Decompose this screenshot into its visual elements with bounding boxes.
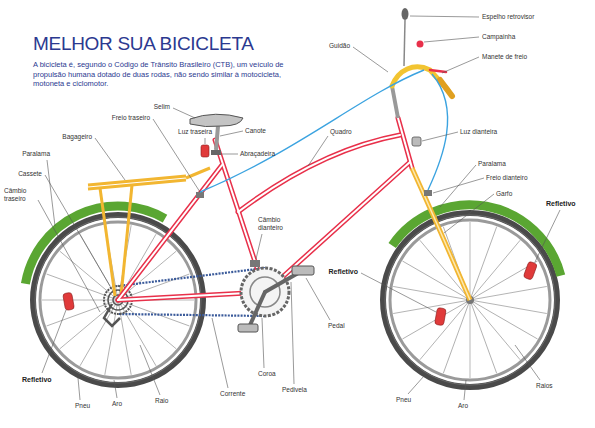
part-label: Bagageiro: [62, 133, 92, 141]
bell: [417, 41, 424, 48]
rear-brake: [196, 192, 204, 198]
part-label: Selim: [154, 103, 170, 111]
front-brake: [424, 190, 432, 196]
part-label: Luz traseira: [178, 128, 212, 136]
front-light: [412, 137, 421, 146]
pedal: [292, 266, 314, 275]
part-label: Câmbio traseiro: [4, 187, 38, 203]
part-label: Guidão: [329, 42, 350, 50]
title: MELHOR SUA BICICLETA: [33, 33, 254, 55]
part-label: Luz dianteira: [460, 128, 497, 136]
part-label: Raio: [155, 397, 168, 405]
part-label: Corrente: [220, 390, 245, 398]
mirror: [402, 8, 409, 20]
part-label: Quadro: [330, 128, 352, 136]
part-label: Aro: [458, 402, 468, 410]
part-label: Pedal: [328, 322, 345, 330]
part-label: Refletivo: [328, 268, 358, 276]
front-derailleur: [250, 260, 260, 267]
part-label: Freio dianteiro: [486, 174, 528, 182]
part-label: Pedivela: [282, 386, 307, 394]
fork: [412, 168, 470, 300]
part-label: Aro: [112, 400, 122, 408]
part-label: Abraçadeira: [240, 150, 275, 158]
fork-inner: [412, 168, 470, 300]
part-label: Pneu: [75, 402, 90, 410]
part-label: Paralama: [478, 160, 506, 168]
part-label: Paralama: [22, 150, 50, 158]
seatpost: [216, 126, 218, 150]
part-label: Campainha: [482, 33, 515, 41]
part-label: Espelho retrovisor: [482, 13, 534, 21]
stem: [392, 86, 398, 118]
brake-cable: [200, 70, 424, 192]
part-label: Câmbio dianteiro: [258, 216, 300, 232]
grip: [440, 80, 452, 96]
part-label: Cassete: [18, 170, 42, 178]
brake-cable: [428, 74, 448, 190]
rear-fender: [25, 206, 165, 284]
part-label: Freio traseiro: [112, 114, 150, 122]
part-label: Raios: [536, 382, 553, 390]
part-label: Garfo: [496, 190, 512, 198]
part-label: Refletivo: [546, 200, 576, 208]
pedal: [238, 324, 258, 332]
rear-derailleur: [104, 304, 120, 326]
part-label: Coroa: [258, 370, 276, 378]
intro-text: A bicicleta é, segundo o Código de Trâns…: [33, 60, 295, 89]
saddle: [190, 114, 243, 126]
rack: [88, 168, 210, 296]
brake-lever: [430, 70, 446, 72]
part-label: Refletivo: [22, 376, 52, 384]
tail-light: [201, 145, 209, 157]
part-label: Canote: [245, 127, 266, 135]
seat-clamp: [211, 150, 221, 155]
crank: [250, 292, 265, 325]
mirror-stalk: [404, 20, 405, 66]
part-label: Manete de freio: [482, 53, 527, 61]
part-label: Pneu: [396, 396, 411, 404]
